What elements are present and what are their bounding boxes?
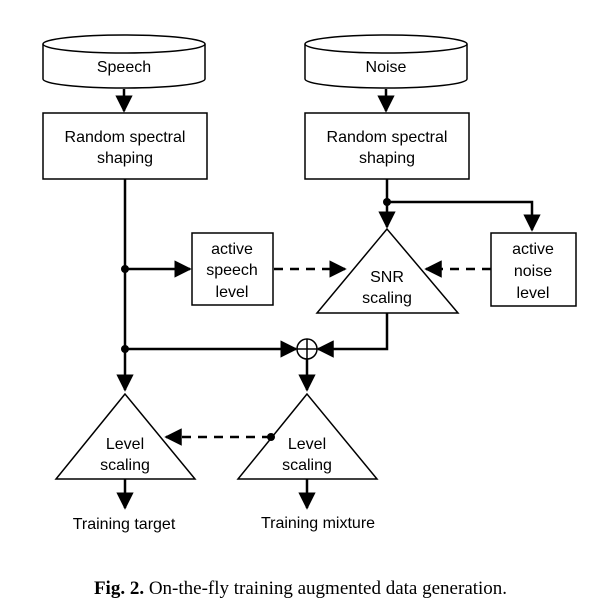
- noise-database-cylinder: Noise: [304, 34, 468, 89]
- sum-node: [296, 338, 318, 360]
- active-speech-line2: speech: [206, 262, 258, 279]
- active-speech-line3: level: [216, 284, 249, 301]
- speech-label: Speech: [97, 59, 151, 76]
- level-left-line2: scaling: [100, 457, 150, 474]
- snr-line2: scaling: [362, 290, 412, 307]
- active-speech-line1: active: [211, 241, 253, 258]
- active-speech-level-box: active speech level: [191, 232, 274, 306]
- training-mixture-label: Training mixture: [261, 515, 375, 532]
- active-noise-line1: active: [512, 241, 554, 258]
- active-noise-line2: noise: [514, 263, 552, 280]
- snr-line1: SNR: [370, 269, 404, 286]
- figure-caption-text: On-the-fly training augmented data gener…: [148, 578, 508, 599]
- speech-spectral-shaping-line2: shaping: [97, 150, 153, 167]
- level-left-line1: Level: [106, 436, 144, 453]
- level-scaling-right-triangle: Level scaling: [236, 392, 379, 480]
- active-noise-line3: level: [517, 285, 550, 302]
- speech-spectral-shaping-box: Random spectral shaping: [42, 112, 208, 180]
- speech-spectral-shaping-line1: Random spectral: [65, 129, 186, 146]
- noise-label: Noise: [366, 59, 407, 76]
- speech-database-cylinder: Speech: [42, 34, 206, 89]
- active-noise-level-box: active noise level: [490, 232, 577, 307]
- noise-spectral-shaping-line1: Random spectral: [327, 129, 448, 146]
- snr-scaling-triangle: SNR scaling: [315, 227, 460, 314]
- noise-spectral-shaping-box: Random spectral shaping: [304, 112, 470, 180]
- level-right-line1: Level: [288, 436, 326, 453]
- arrow-noise-to-active-level: [387, 200, 541, 232]
- figure-caption: Fig. 2. On-the-fly training augmented da…: [0, 578, 601, 600]
- training-target-label: Training target: [73, 516, 176, 533]
- arrow-snr-to-sum: [316, 313, 389, 358]
- noise-spectral-shaping-line2: shaping: [359, 150, 415, 167]
- figure-caption-label: Fig. 2.: [93, 578, 145, 599]
- junction-dot-level-link: [267, 433, 275, 441]
- level-right-line2: scaling: [282, 457, 332, 474]
